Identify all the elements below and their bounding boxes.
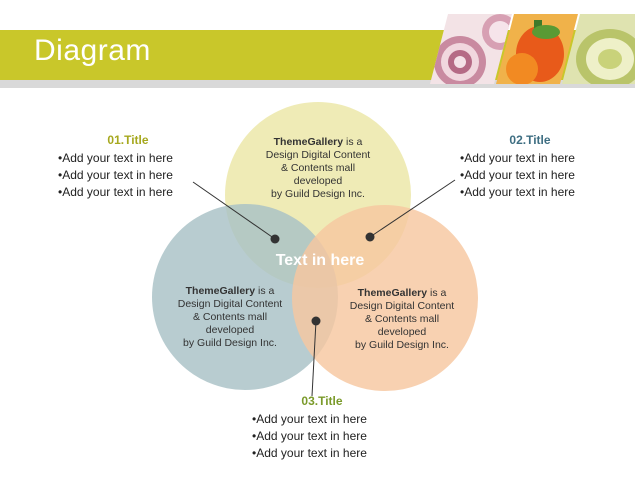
connector-dot-2 (365, 232, 375, 242)
list-item: Add your text in here (460, 150, 600, 167)
callout-2-list: Add your text in here Add your text in h… (460, 150, 600, 201)
connector-dot-1 (270, 234, 280, 244)
connector-line-2 (369, 179, 456, 238)
photo-strip (430, 14, 635, 84)
pepper-photo-icon (496, 14, 578, 84)
list-item: Add your text in here (58, 167, 198, 184)
list-item: Add your text in here (252, 428, 392, 445)
callout-1-title: 01.Title (107, 133, 149, 147)
callout-1-list: Add your text in here Add your text in h… (58, 150, 198, 201)
header-underline (0, 80, 635, 88)
circle-left (152, 204, 338, 390)
callout-1: 01.Title Add your text in here Add your … (58, 133, 198, 201)
callout-3: 03.Title Add your text in here Add your … (252, 394, 392, 462)
circle-right (292, 205, 478, 391)
callout-2: 02.Title Add your text in here Add your … (460, 133, 600, 201)
list-item: Add your text in here (58, 150, 198, 167)
callout-2-title: 02.Title (509, 133, 551, 147)
circle-right-text: ThemeGallery is a Design Digital Content… (349, 287, 455, 351)
list-item: Add your text in here (58, 184, 198, 201)
slide-title: Diagram (34, 34, 151, 67)
list-item: Add your text in here (460, 184, 600, 201)
list-item: Add your text in here (460, 167, 600, 184)
squash-photo-icon (562, 14, 635, 84)
circle-left-text: ThemeGallery is a Design Digital Content… (177, 285, 283, 349)
list-item: Add your text in here (252, 445, 392, 462)
connector-dot-3 (311, 316, 321, 326)
center-label: Text in here (275, 252, 365, 269)
connector-line-1 (192, 181, 276, 240)
callout-3-list: Add your text in here Add your text in h… (252, 411, 392, 462)
circle-top-text: ThemeGallery is a Design Digital Content… (265, 136, 371, 200)
list-item: Add your text in here (252, 411, 392, 428)
connector-line-3 (311, 320, 317, 397)
callout-3-title: 03.Title (301, 394, 343, 408)
